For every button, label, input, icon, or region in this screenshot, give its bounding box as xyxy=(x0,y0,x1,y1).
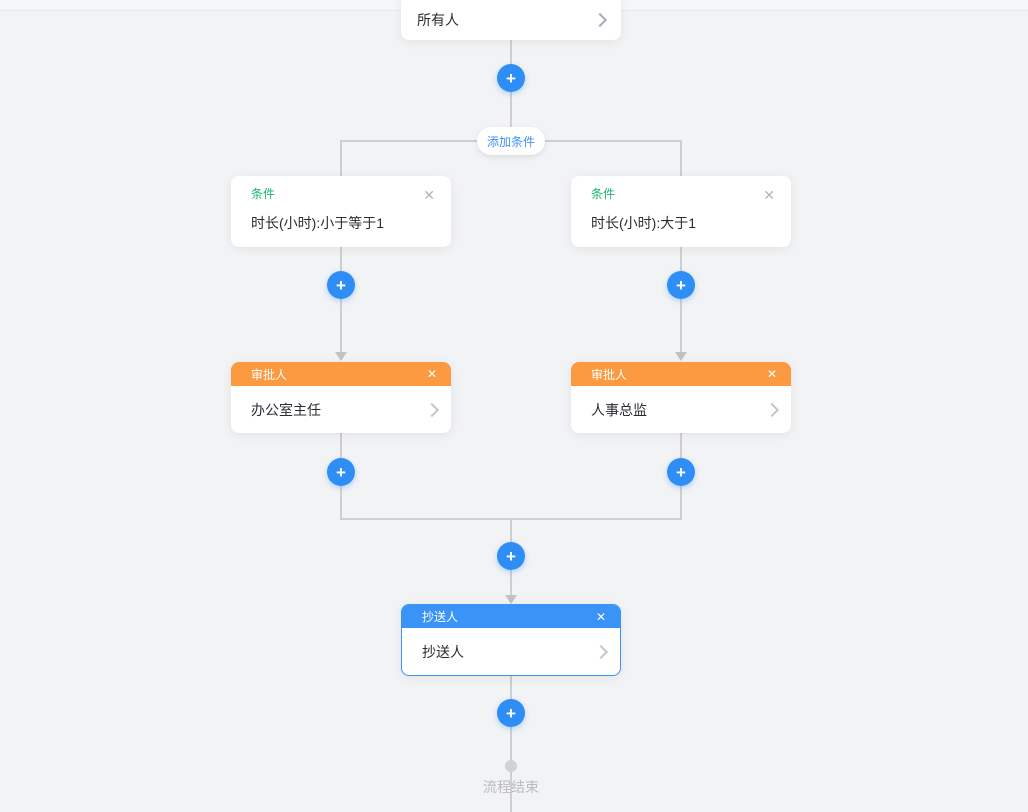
condition-title: 条件 xyxy=(251,187,276,201)
chevron-right-icon xyxy=(764,402,780,417)
approver-name: 人事总监 xyxy=(591,401,647,418)
add-condition-label: 添加条件 xyxy=(486,134,535,149)
add-condition-button[interactable]: 添加条件 xyxy=(477,127,545,155)
approver-title: 审批人 xyxy=(591,367,628,382)
plus-icon: + xyxy=(676,275,686,295)
connector-line xyxy=(680,140,682,176)
add-node-button[interactable]: + xyxy=(667,458,695,486)
add-node-button[interactable]: + xyxy=(497,542,525,570)
add-node-button[interactable]: + xyxy=(327,458,355,486)
plus-icon: + xyxy=(506,703,516,723)
plus-icon: + xyxy=(506,546,516,566)
add-node-button[interactable]: + xyxy=(497,699,525,727)
arrow-down-icon xyxy=(675,352,687,361)
plus-icon: + xyxy=(676,462,686,482)
close-icon[interactable]: ✕ xyxy=(595,609,606,624)
close-icon[interactable]: ✕ xyxy=(766,367,777,381)
plus-icon: + xyxy=(336,462,346,482)
cc-title: 抄送人 xyxy=(422,610,459,624)
start-node-label: 所有人 xyxy=(417,12,459,28)
condition-text: 时长(小时):大于1 xyxy=(591,215,696,231)
add-node-button[interactable]: + xyxy=(497,64,525,92)
cc-name: 抄送人 xyxy=(422,643,464,660)
chevron-right-icon xyxy=(592,12,608,28)
end-node-dot xyxy=(505,760,517,772)
start-node-card[interactable]: 所有人 xyxy=(401,0,621,40)
cc-header: 抄送人 ✕ xyxy=(402,605,620,628)
approver-node-card[interactable]: 审批人 ✕ 办公室主任 xyxy=(231,362,451,433)
arrow-down-icon xyxy=(335,352,347,361)
chevron-right-icon xyxy=(424,402,440,417)
connector-line xyxy=(680,247,682,353)
condition-text: 时长(小时):小于等于1 xyxy=(251,215,384,231)
approver-body[interactable]: 办公室主任 xyxy=(231,386,451,433)
close-icon[interactable]: ✕ xyxy=(763,187,775,203)
connector-line xyxy=(340,140,342,176)
condition-title: 条件 xyxy=(591,187,616,201)
close-icon[interactable]: ✕ xyxy=(426,367,437,381)
condition-node-card[interactable]: 条件 ✕ 时长(小时):大于1 xyxy=(571,176,791,247)
approver-header: 审批人 ✕ xyxy=(231,362,451,386)
approver-header: 审批人 ✕ xyxy=(571,362,791,386)
end-node-label: 流程结束 xyxy=(483,779,539,795)
cc-body[interactable]: 抄送人 xyxy=(402,628,620,675)
add-node-button[interactable]: + xyxy=(327,271,355,299)
approver-name: 办公室主任 xyxy=(251,401,321,418)
chevron-right-icon xyxy=(593,644,609,659)
connector-line xyxy=(340,247,342,353)
cc-node-card[interactable]: 抄送人 ✕ 抄送人 xyxy=(401,604,621,676)
plus-icon: + xyxy=(506,68,516,88)
connector-line xyxy=(510,676,512,812)
arrow-down-icon xyxy=(505,595,517,604)
plus-icon: + xyxy=(336,275,346,295)
condition-node-card[interactable]: 条件 ✕ 时长(小时):小于等于1 xyxy=(231,176,451,247)
approver-body[interactable]: 人事总监 xyxy=(571,386,791,433)
approver-node-card[interactable]: 审批人 ✕ 人事总监 xyxy=(571,362,791,433)
close-icon[interactable]: ✕ xyxy=(423,187,435,203)
add-node-button[interactable]: + xyxy=(667,271,695,299)
approver-title: 审批人 xyxy=(251,367,288,382)
